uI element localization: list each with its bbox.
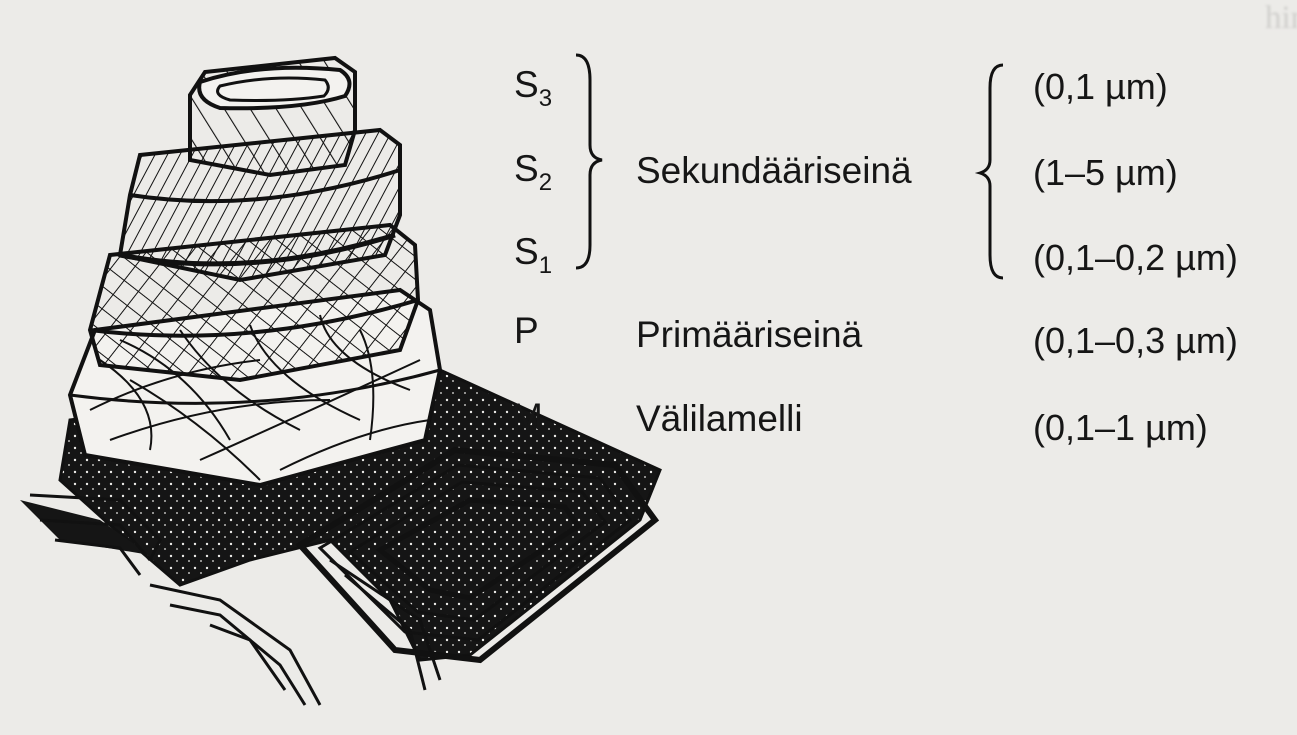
thickness-m: (0,1–1 µm) [1033, 410, 1208, 446]
label-s1-sub: 1 [539, 252, 552, 279]
thickness-s2: (1–5 µm) [1033, 155, 1178, 191]
label-s1: S1 [514, 233, 552, 278]
label-s3: S3 [514, 66, 552, 111]
thickness-s1: (0,1–0,2 µm) [1033, 240, 1238, 276]
thickness-s3: (0,1 µm) [1033, 69, 1168, 105]
group-label-secondary-wall: Sekundääriseinä [636, 152, 912, 189]
name-primary-wall: Primääriseinä [636, 316, 862, 353]
label-p: P [514, 312, 539, 349]
thickness-p: (0,1–0,3 µm) [1033, 323, 1238, 359]
label-s2: S2 [514, 150, 552, 195]
label-m: M [512, 398, 543, 435]
label-s1-letter: S [514, 231, 539, 272]
name-middle-lamella: Välilamelli [636, 400, 803, 437]
s3-layer [190, 58, 355, 175]
label-s2-letter: S [514, 148, 539, 189]
label-s3-letter: S [514, 64, 539, 105]
label-s2-sub: 2 [539, 169, 552, 196]
label-s3-sub: 3 [539, 85, 552, 112]
